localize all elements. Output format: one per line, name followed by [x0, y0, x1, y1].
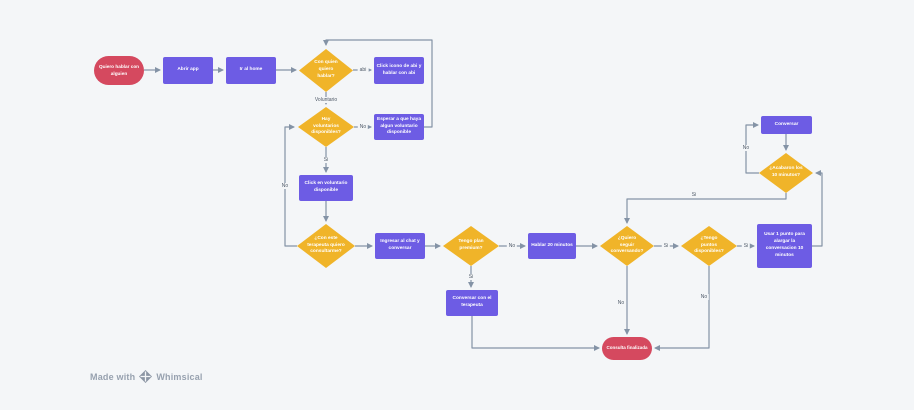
node-consulta-finalizada[interactable]: Consulta finalizada — [602, 337, 652, 360]
made-with-whimsical[interactable]: Made with Whimsical — [90, 370, 203, 383]
node-click-voluntario[interactable]: Click en voluntario disponible — [299, 175, 353, 201]
node-label: Hay voluntarios disponibles? — [311, 116, 341, 136]
decision-hay-voluntarios[interactable]: Hay voluntarios disponibles? — [298, 107, 354, 147]
node-label: Usar 1 punto para alargar la conversacio… — [764, 232, 805, 258]
node-label: Consulta finalizada — [606, 345, 648, 351]
node-label: Click icono de abi y hablar con abi — [376, 63, 422, 76]
node-label: Ingresar al chat y conversar — [380, 239, 420, 251]
decision-acabaron-minutos[interactable]: ¿Acabaron los 10 minutos? — [759, 153, 813, 193]
edge-label-acabaron-no: No — [740, 145, 752, 151]
decision-terapeuta-consultar[interactable]: ¿Con este terapeuta quiero consultarme? — [297, 224, 355, 268]
edge-label-seguir-si: Si — [661, 243, 671, 249]
node-label: Con quien quiero hablar? — [314, 60, 338, 79]
node-label: ¿Quiero seguir conversando? — [610, 235, 644, 255]
edge-label-puntos-si: Si — [741, 243, 751, 249]
node-label: Hablar 20 minutos — [531, 242, 573, 248]
node-label: Quiero hablar con alguien — [98, 63, 140, 76]
node-label: Esperar a que haya algun voluntario disp… — [377, 116, 421, 136]
decision-plan-premium[interactable]: Tengo plan premium? — [443, 226, 499, 266]
node-hablar-20-minutos[interactable]: Hablar 20 minutos — [528, 233, 576, 259]
node-label: Conversar con el terapeuta — [452, 296, 492, 308]
edge-label-abi: abi — [357, 67, 369, 73]
node-label: ¿Acabaron los 10 minutos? — [769, 166, 803, 178]
node-conversar-terapeuta[interactable]: Conversar con el terapeuta — [446, 290, 498, 316]
edge-label-hay-si: Si — [321, 157, 331, 163]
made-with-text: Made with — [90, 371, 136, 382]
node-label: Ir al home — [239, 67, 263, 73]
decision-tengo-puntos[interactable]: ¿Tengo puntos disponibles? — [681, 226, 737, 266]
node-usar-punto[interactable]: Usar 1 punto para alargar la conversacio… — [757, 224, 812, 268]
edge-label-premium-si: Si — [466, 274, 476, 280]
node-abrir-app[interactable]: Abrir app — [163, 57, 213, 84]
node-click-icono-abi[interactable]: Click icono de abi y hablar con abi — [374, 57, 424, 84]
node-esperar-voluntario[interactable]: Esperar a que haya algun voluntario disp… — [374, 114, 424, 140]
edge-label-voluntario: Voluntario — [312, 97, 340, 103]
node-ir-al-home[interactable]: Ir al home — [226, 57, 276, 84]
edge-label-puntos-no: No — [698, 294, 710, 300]
node-conversar[interactable]: Conversar — [761, 116, 812, 134]
edge-label-hay-no: No — [357, 124, 369, 130]
edge-label-terapeuta-no: No — [279, 183, 291, 189]
edge-label-seguir-no: No — [615, 300, 627, 306]
node-label: Abrir app — [177, 67, 199, 73]
node-label: Click en voluntario disponible — [304, 181, 348, 193]
node-label: Tengo plan premium? — [458, 239, 484, 251]
node-quiero-hablar[interactable]: Quiero hablar con alguien — [94, 56, 144, 85]
node-label: Conversar — [774, 121, 799, 127]
edge-label-acabaron-si: Si — [689, 192, 699, 198]
whimsical-logo-icon — [139, 370, 153, 383]
edge-acabaron-quieroseguir — [624, 193, 787, 224]
edge-tengopuntos-consulta — [654, 266, 710, 351]
node-label: ¿Tengo puntos disponibles? — [694, 235, 724, 255]
decision-con-quien-hablar[interactable]: Con quien quiero hablar? — [299, 49, 353, 92]
decision-quiero-seguir[interactable]: ¿Quiero seguir conversando? — [600, 226, 654, 266]
brand-text: Whimsical — [156, 371, 203, 382]
edge-conversarterapeuta-consulta — [471, 316, 600, 351]
edge-label-premium-no: No — [506, 243, 518, 249]
node-label: ¿Con este terapeuta quiero consultarme? — [307, 235, 345, 255]
edge-usarpunto-acabaron — [812, 170, 823, 247]
node-ingresar-chat[interactable]: Ingresar al chat y conversar — [375, 233, 425, 259]
